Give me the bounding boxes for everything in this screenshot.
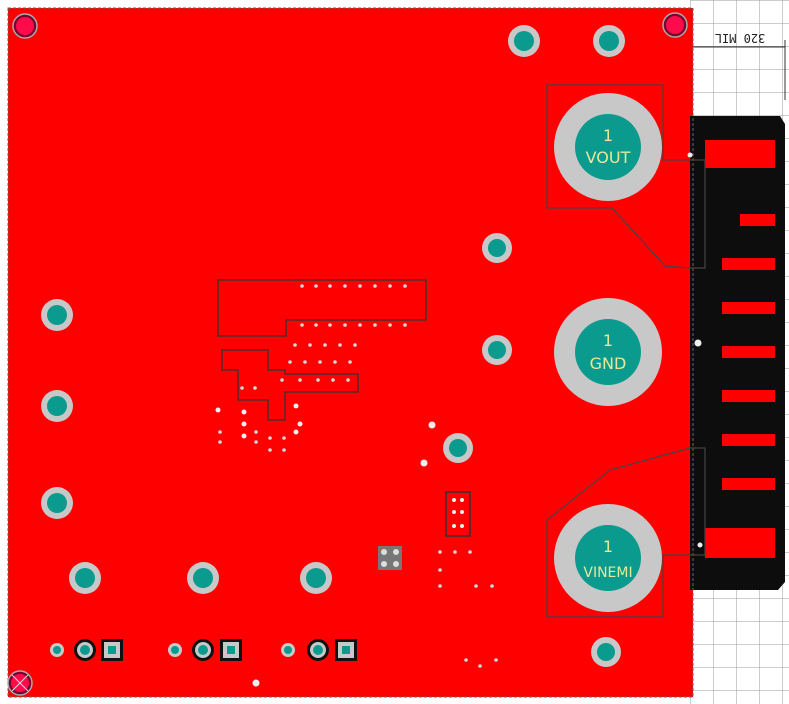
test-point[interactable] <box>41 299 73 331</box>
terminal-gnd[interactable]: 1 GND <box>554 298 662 406</box>
test-point[interactable] <box>69 562 101 594</box>
via-cluster <box>378 546 402 570</box>
test-point[interactable] <box>300 562 332 594</box>
header-j2[interactable] <box>168 639 242 661</box>
terminal-vinemi-pin: 1 <box>603 537 613 556</box>
test-point[interactable] <box>41 487 73 519</box>
test-point[interactable] <box>41 390 73 422</box>
ruler-label: 320 MIL <box>715 31 766 45</box>
via-field <box>215 152 703 687</box>
connector-fingers <box>705 140 775 558</box>
mount-hole-bottom-left[interactable] <box>7 670 33 696</box>
mount-hole-top-right[interactable] <box>662 12 688 38</box>
resistor-footprint[interactable] <box>445 491 471 537</box>
terminal-vout-net: VOUT <box>586 148 631 167</box>
test-point[interactable] <box>482 335 512 365</box>
test-point[interactable] <box>593 25 625 57</box>
terminal-vinemi-net: VINEMI <box>583 565 632 581</box>
terminal-vout[interactable]: 1 VOUT <box>554 93 662 201</box>
test-point[interactable] <box>508 25 540 57</box>
terminal-vinemi[interactable]: 1 VINEMI <box>554 504 662 612</box>
test-point[interactable] <box>482 233 512 263</box>
terminal-vout-pin: 1 <box>603 126 613 145</box>
terminal-outline-vinemi <box>546 447 706 618</box>
test-point[interactable] <box>187 562 219 594</box>
header-j3[interactable] <box>281 639 357 661</box>
ruler-marker: 320 MIL <box>690 31 786 100</box>
header-j1[interactable] <box>50 639 123 661</box>
test-point[interactable] <box>443 433 473 463</box>
terminal-gnd-net: GND <box>590 354 627 373</box>
ic-outline <box>217 279 427 421</box>
terminal-outline-vout <box>546 84 706 269</box>
terminal-gnd-pin: 1 <box>603 331 613 350</box>
mount-hole-top-left[interactable] <box>12 13 38 39</box>
test-points <box>41 25 625 667</box>
copper-pour <box>7 7 694 698</box>
test-point[interactable] <box>591 637 621 667</box>
